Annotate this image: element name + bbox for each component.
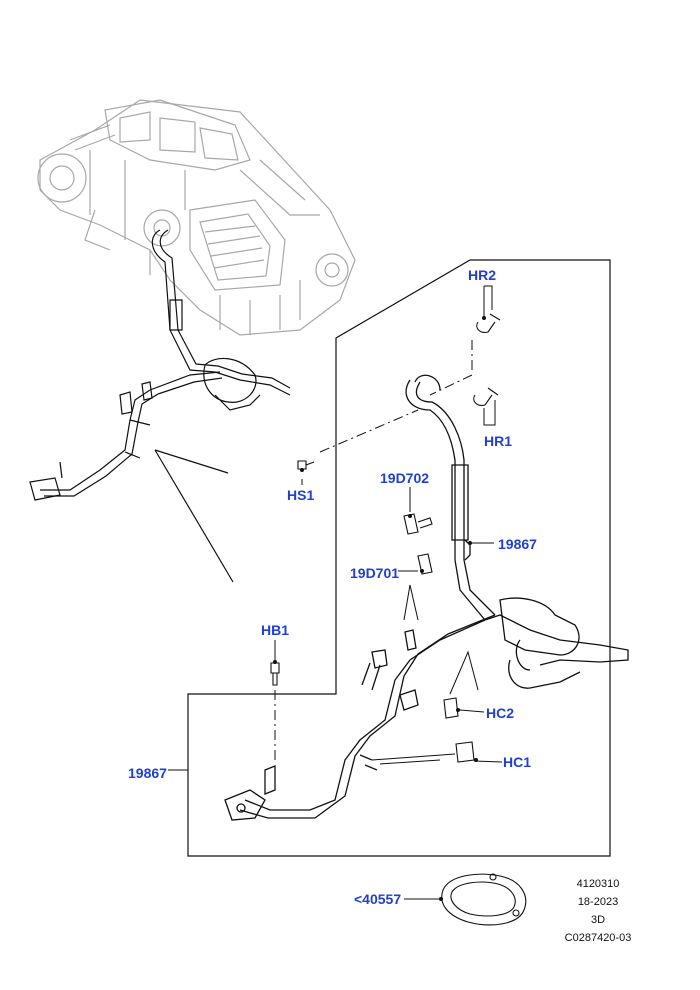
dashed-axes [274, 340, 473, 760]
illustration-ref: C0287420-03 [564, 932, 632, 944]
illustration-view: 3D [590, 914, 606, 926]
hvac-housing-illustration [37, 99, 356, 336]
leader-dots [273, 316, 486, 901]
callout-hs1[interactable]: HS1 [287, 487, 315, 503]
callout-19d701[interactable]: 19D701 [350, 565, 400, 581]
callout-19867-right[interactable]: 19867 [498, 536, 537, 552]
illustration-date: 18-2023 [577, 896, 619, 908]
illustration-code: 4120310 [576, 878, 620, 890]
callout-19d702[interactable]: 19D702 [380, 470, 430, 486]
leader-lines [168, 285, 503, 900]
callout-hr1[interactable]: HR1 [484, 433, 513, 449]
pipe-assembly-detail [224, 374, 629, 821]
pipe-assembly-upper [29, 229, 291, 501]
detail-frame [187, 259, 611, 857]
callout-hr2[interactable]: HR2 [468, 267, 497, 283]
detail-connector-lines [154, 449, 234, 583]
callout-hc2[interactable]: HC2 [486, 705, 515, 721]
callout-hb1[interactable]: HB1 [261, 622, 290, 638]
callout-19867-left[interactable]: 19867 [128, 765, 167, 781]
callout-40557[interactable]: <40557 [354, 891, 402, 907]
callout-hc1[interactable]: HC1 [503, 754, 532, 770]
